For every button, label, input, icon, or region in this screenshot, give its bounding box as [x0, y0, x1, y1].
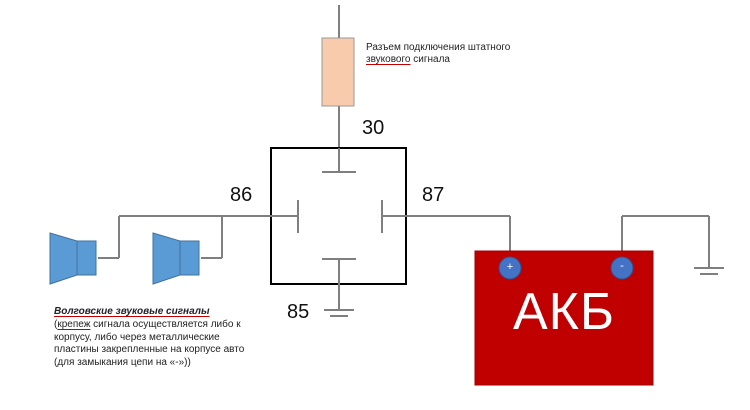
horn-note-title: Волговские звуковые сигналы: [54, 306, 210, 317]
pin-30-label: 30: [362, 117, 385, 139]
horn-note-rest: сигнала осуществляется либо к корпусу, л…: [54, 318, 245, 369]
battery-minus-terminal: [610, 256, 634, 280]
connector-caption-line1: Разъем подключения штатного: [366, 42, 511, 53]
connector-caption-underlined: звукового: [366, 54, 411, 65]
pin-87-label: 87: [422, 184, 445, 206]
connector-caption-line2: звукового сигнала: [366, 54, 566, 66]
horn-right-bell: [152, 232, 181, 285]
pin-86-label: 86: [230, 184, 253, 206]
horn-note: Волговские звуковые сигналы (крепеж сигн…: [54, 306, 254, 370]
battery-label: АКБ: [512, 283, 616, 341]
battery-plus-sign: +: [506, 261, 514, 273]
horn-note-underlined: крепеж: [57, 318, 91, 330]
horn-note-open-paren: (: [54, 318, 58, 330]
battery-minus-sign: -: [620, 260, 624, 272]
horn-left-body: [76, 240, 97, 276]
horn-connector: [321, 37, 355, 107]
connector-caption: Разъем подключения штатного звукового си…: [366, 42, 566, 66]
connector-caption-rest: сигнала: [410, 54, 450, 65]
battery-plus-terminal: [498, 256, 522, 280]
horn-right-body: [179, 240, 200, 276]
horn-left-bell: [49, 232, 78, 285]
pin-85-label: 85: [287, 301, 310, 323]
